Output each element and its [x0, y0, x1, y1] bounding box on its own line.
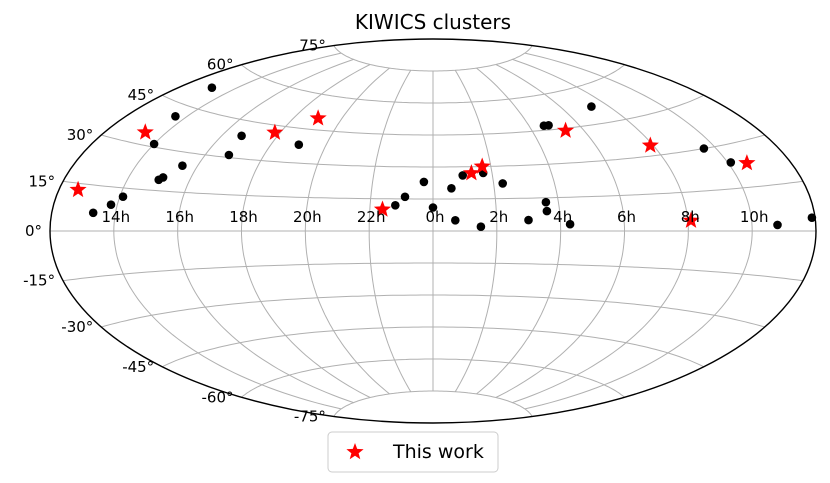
parallel-line	[333, 390, 533, 417]
y-tick-label: -15°	[23, 272, 55, 290]
kiwics-cluster-point	[149, 139, 159, 149]
kiwics-cluster-point	[451, 216, 460, 225]
legend-star	[346, 443, 364, 460]
kiwics-cluster-point	[171, 112, 180, 121]
kiwics-cluster-point	[207, 83, 217, 92]
kiwics-cluster-point	[428, 203, 438, 212]
x-tick-label: 20h	[293, 208, 322, 226]
kiwics-cluster-point	[447, 184, 456, 193]
legend: This work	[327, 431, 499, 473]
plot-boundary	[49, 38, 817, 424]
this-work-star	[266, 123, 284, 140]
y-tick-label: 60°	[207, 56, 234, 74]
this-work-star	[309, 109, 327, 126]
x-tick-label: 4h	[553, 208, 572, 226]
y-tick-label: 30°	[67, 126, 94, 144]
this-work-star	[473, 157, 491, 174]
kiwics-cluster-point	[294, 140, 304, 149]
this-work-star	[136, 123, 154, 140]
x-tick-label: 0h	[425, 208, 444, 226]
this-work-star	[738, 154, 756, 171]
legend-box	[327, 431, 499, 473]
x-tick-label: 10h	[740, 208, 769, 226]
kiwics-cluster-point	[237, 131, 246, 141]
this-work-star	[682, 211, 700, 228]
this-work-star	[557, 121, 575, 138]
parallel-line	[161, 326, 705, 368]
parallel-line	[241, 358, 625, 398]
legend-label-this-work: This work	[392, 441, 484, 463]
y-tick-label: 75°	[299, 37, 326, 55]
kiwics-cluster-point	[807, 213, 817, 222]
y-tick-label: -30°	[61, 318, 93, 336]
x-tick-label: 16h	[165, 208, 194, 226]
kiwics-cluster-point	[88, 208, 98, 218]
kiwics-cluster-point	[106, 200, 116, 209]
y-tick-label: 0°	[25, 222, 42, 240]
x-tick-label: 18h	[229, 208, 258, 226]
y-tick-labels: -75° -60° -45° -30° -15° 0° 15° 30° 45° 60° 75°	[23, 37, 326, 426]
y-tick-label: -45°	[122, 358, 154, 376]
data-points	[69, 83, 817, 231]
kiwics-cluster-point	[541, 197, 551, 207]
x-tick-label: 14h	[102, 208, 131, 226]
chart-title: KIWICS clusters	[355, 10, 511, 34]
parallel-line	[333, 45, 533, 72]
kiwics-cluster-point	[544, 121, 553, 130]
kiwics-cluster-point	[699, 144, 709, 153]
this-work-star	[462, 164, 480, 181]
this-work-star	[69, 180, 87, 198]
kiwics-cluster-point	[565, 219, 575, 229]
kiwics-cluster-point	[476, 222, 486, 231]
x-tick-label: 8h	[681, 208, 700, 226]
kiwics-cluster-point	[178, 161, 187, 170]
kiwics-cluster-point	[118, 192, 128, 201]
parallel-line	[101, 134, 765, 168]
legend-star-marker	[346, 443, 364, 460]
kiwics-cluster-point	[158, 173, 168, 182]
this-work-star	[641, 136, 659, 153]
parallel-line	[63, 262, 803, 282]
y-tick-label: -75°	[294, 408, 326, 426]
kiwics-cluster-point	[400, 192, 410, 202]
y-tick-label: -60°	[202, 388, 234, 406]
parallel-line	[161, 94, 705, 136]
x-tick-labels: 14h 16h 18h 20h 22h 0h 2h 4h 6h 8h 10h	[102, 208, 769, 226]
kiwics-cluster-point	[542, 206, 552, 216]
parallel-line	[63, 180, 803, 200]
kiwics-cluster-point	[419, 177, 429, 187]
parallel-line	[101, 294, 765, 328]
kiwics-cluster-point	[224, 150, 234, 160]
x-tick-label: 22h	[357, 208, 386, 226]
kiwics-cluster-point	[524, 215, 533, 225]
this-work-star	[373, 200, 391, 217]
x-tick-label: 2h	[489, 208, 508, 226]
kiwics-cluster-point	[587, 102, 596, 111]
parallel-line	[241, 64, 625, 104]
kiwics-cluster-point	[458, 171, 468, 180]
kiwics-cluster-point	[391, 201, 400, 210]
y-tick-label: 45°	[128, 86, 155, 104]
kiwics-cluster-point	[773, 220, 782, 230]
kiwics-cluster-point	[726, 158, 736, 167]
kiwics-cluster-point	[498, 179, 508, 188]
y-tick-label: 15°	[29, 172, 56, 190]
x-tick-label: 6h	[617, 208, 636, 226]
graticule	[50, 45, 816, 417]
